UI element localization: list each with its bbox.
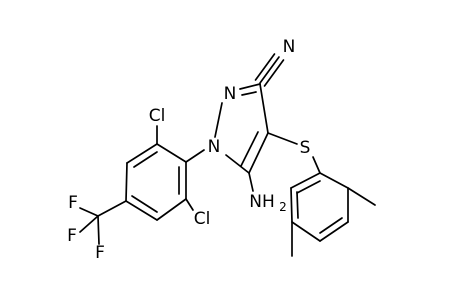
atom-nitrile-n: N (283, 37, 296, 57)
atom-cl-top: Cl (149, 106, 166, 126)
atom-labels: N N N S NH 2 Cl Cl F F F (67, 37, 310, 263)
atom-f-bottom: F (95, 243, 105, 263)
bond-c3-n2 (239, 83, 261, 90)
atom-amino-subscript: 2 (279, 200, 287, 214)
bond-n2-n1 (214, 102, 223, 138)
dichlorophenyl-ring-bonds (125, 143, 187, 221)
pyrazole-ring-bonds (214, 83, 269, 174)
atom-ring-n1: N (208, 137, 221, 157)
atom-amino: NH (249, 192, 275, 212)
nitrile-triple-bond (254, 53, 285, 87)
bond-c4-s (267, 132, 298, 145)
dimethylphenyl-ring-bonds (290, 172, 349, 242)
bond-n1-aryl (185, 149, 205, 163)
bond-n1-c5 (225, 154, 250, 174)
atom-ring-n2: N (224, 84, 237, 104)
bond-c5-c4-inner (240, 131, 259, 167)
atom-sulfur: S (300, 138, 311, 158)
bond-c5-c4 (248, 132, 269, 174)
bond-c4-c3 (259, 83, 269, 134)
atom-f-left: F (67, 226, 77, 246)
bonds (79, 53, 376, 257)
atom-cl-bottom: Cl (194, 209, 211, 229)
bond-c5-nh2 (248, 172, 254, 192)
bond-c3-n2-inner (241, 91, 257, 96)
bond-ring-cl-bottom (185, 198, 194, 211)
trifluoromethyl-bonds (79, 200, 127, 245)
bond-s-aryl (312, 156, 321, 174)
atom-f-top: F (68, 193, 78, 213)
bond-methyl-top (347, 187, 376, 206)
